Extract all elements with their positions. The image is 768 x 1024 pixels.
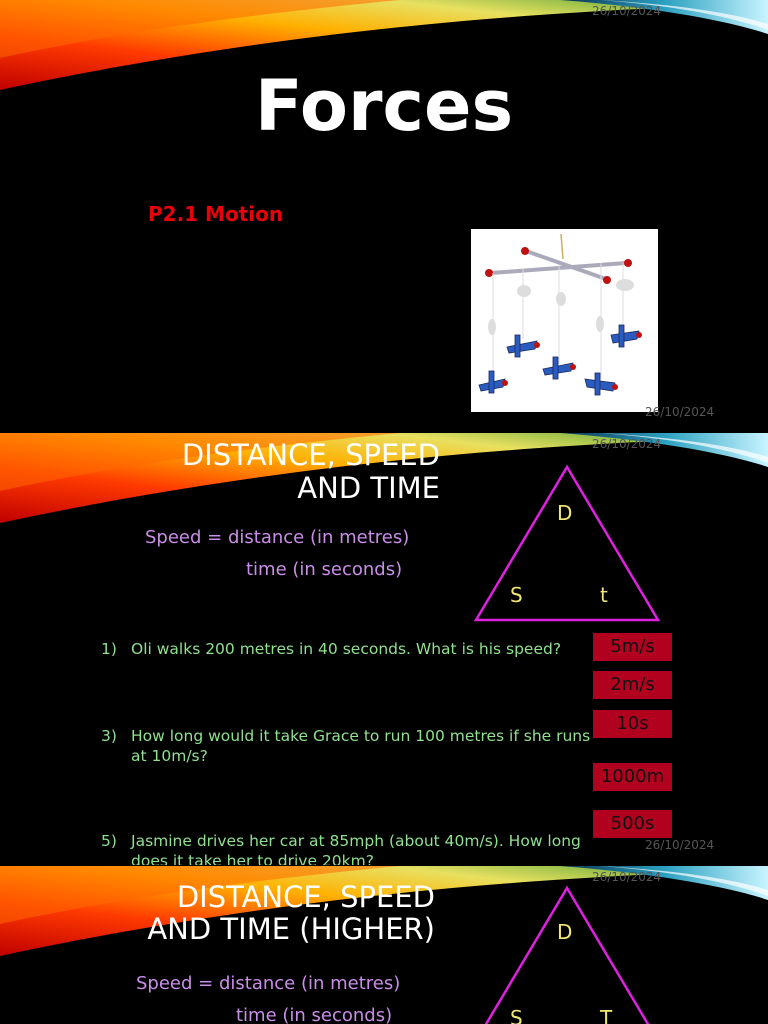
- decorative-swoosh: [0, 433, 768, 523]
- decorative-swoosh: [0, 0, 768, 90]
- dst-triangle-icon: [484, 885, 650, 1024]
- slide-date-bottom: 26/10/2024: [645, 405, 715, 419]
- slide-heading: DISTANCE, SPEED AND TIME (HIGHER): [90, 881, 435, 945]
- slide-date-top: 26/10/2024: [592, 437, 662, 451]
- formula-denominator: time (in seconds): [236, 1005, 393, 1024]
- question-text: How long would it take Grace to run 100 …: [131, 727, 591, 765]
- question-text: Oli walks 200 metres in 40 seconds. What…: [131, 640, 562, 658]
- heading-line-1: DISTANCE, SPEED: [176, 880, 435, 914]
- heading-line-2: AND TIME (HIGHER): [147, 912, 435, 946]
- answer-box-2[interactable]: 2m/s: [593, 671, 672, 699]
- slide-title: Forces: [254, 65, 514, 147]
- question-number: 3): [101, 727, 117, 745]
- formula-numerator: Speed = distance (in metres): [145, 527, 410, 548]
- slide-date-top: 26/10/2024: [592, 4, 662, 18]
- answer-box-3[interactable]: 10s: [593, 710, 672, 738]
- answer-box-1[interactable]: 5m/s: [593, 633, 672, 661]
- triangle-letter-d: D: [557, 920, 573, 944]
- heading-line-1: DISTANCE, SPEED: [181, 438, 440, 472]
- question-1: 1) Oli walks 200 metres in 40 seconds. W…: [101, 639, 601, 659]
- slide-3: 26/10/2024 DISTANCE, SPEED AND TIME (HIG…: [0, 866, 768, 1024]
- question-text: Jasmine drives her car at 85mph (about 4…: [131, 832, 581, 865]
- triangle-letter-d: D: [557, 501, 573, 525]
- slide-1: 26/10/2024 Forces P2.1 Motion: [0, 0, 768, 432]
- formula-denominator: time (in seconds): [246, 559, 403, 580]
- baby-mobile-airplanes-image: [471, 229, 658, 412]
- decorative-swoosh: [0, 866, 768, 956]
- triangle-letter-t: t: [600, 583, 608, 607]
- question-3: 3) How long would it take Grace to run 1…: [101, 726, 601, 766]
- triangle-letter-s: S: [510, 1006, 523, 1024]
- slide-2: 26/10/2024 DISTANCE, SPEED AND TIME Spee…: [0, 433, 768, 865]
- triangle-letter-s: S: [510, 583, 523, 607]
- question-5: 5) Jasmine drives her car at 85mph (abou…: [101, 831, 601, 865]
- question-number: 5): [101, 832, 117, 850]
- heading-line-2: AND TIME: [297, 471, 440, 505]
- slide-date-top: 26/10/2024: [592, 870, 662, 884]
- slide-subtitle: P2.1 Motion: [148, 202, 284, 226]
- slide-heading: DISTANCE, SPEED AND TIME: [100, 439, 440, 505]
- answer-box-4[interactable]: 1000m: [593, 763, 672, 791]
- triangle-letter-t: T: [600, 1006, 613, 1024]
- question-number: 1): [101, 640, 117, 658]
- slide-date-bottom: 26/10/2024: [645, 838, 715, 852]
- dst-triangle-icon: [473, 464, 661, 622]
- formula-numerator: Speed = distance (in metres): [136, 973, 401, 994]
- answer-box-5[interactable]: 500s: [593, 810, 672, 838]
